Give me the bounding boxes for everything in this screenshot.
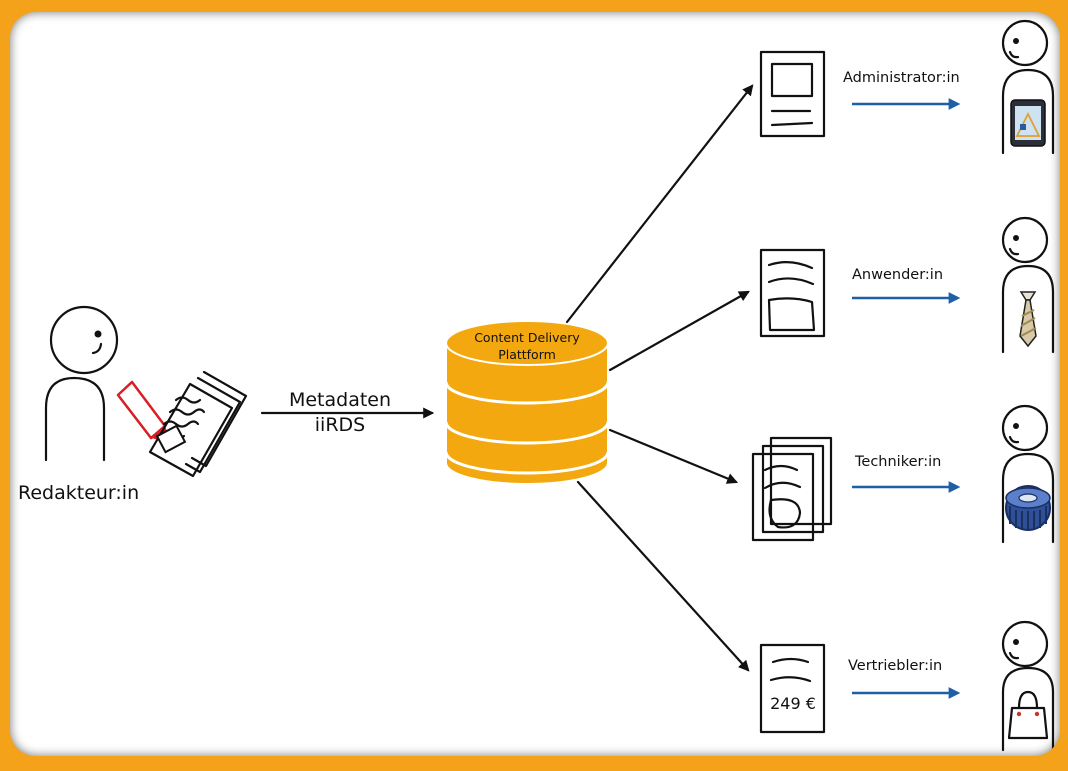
tablet-icon <box>1010 99 1046 147</box>
diagram-canvas: Redakteur:in Metadaten iiRDS Content Del… <box>10 12 1060 756</box>
administrator-person-icon <box>1001 19 1055 155</box>
target-label-anwender: Anwender:in <box>852 267 943 283</box>
hub-label-line2: Plattform <box>498 347 556 362</box>
document-icon-1 <box>759 50 826 138</box>
vertriebler-person-icon <box>1001 620 1055 752</box>
price-label: 249 € <box>770 694 816 713</box>
techniker-person-icon <box>1001 404 1055 544</box>
target-label-techniker: Techniker:in <box>854 454 941 470</box>
price-document-icon-4 <box>759 643 826 734</box>
arrow-to-vertriebler <box>576 480 750 672</box>
target-label-administrator: Administrator:in <box>843 70 960 86</box>
arrow-to-administrator <box>565 84 754 324</box>
edge-label-iirds: iiRDS <box>315 414 365 436</box>
tie-icon <box>1019 291 1037 348</box>
edge-label-metadata: Metadaten <box>289 389 391 411</box>
arrow-to-anwender <box>608 290 750 372</box>
database-icon <box>444 320 610 485</box>
anwender-person-icon <box>1001 216 1055 354</box>
source-role-label: Redakteur:in <box>18 482 139 504</box>
content-delivery-diagram: Redakteur:in Metadaten iiRDS Content Del… <box>18 19 1055 752</box>
target-label-vertriebler: Vertriebler:in <box>848 658 942 674</box>
document-stack-icon-3 <box>751 436 833 542</box>
documents-stack-icon <box>148 370 248 478</box>
gear-icon <box>1005 485 1051 531</box>
document-icon-2 <box>759 248 826 338</box>
editor-person-icon <box>44 305 119 462</box>
hub-label-line1: Content Delivery <box>474 330 580 345</box>
arrow-to-techniker <box>608 428 739 484</box>
handbag-icon <box>1007 690 1049 740</box>
